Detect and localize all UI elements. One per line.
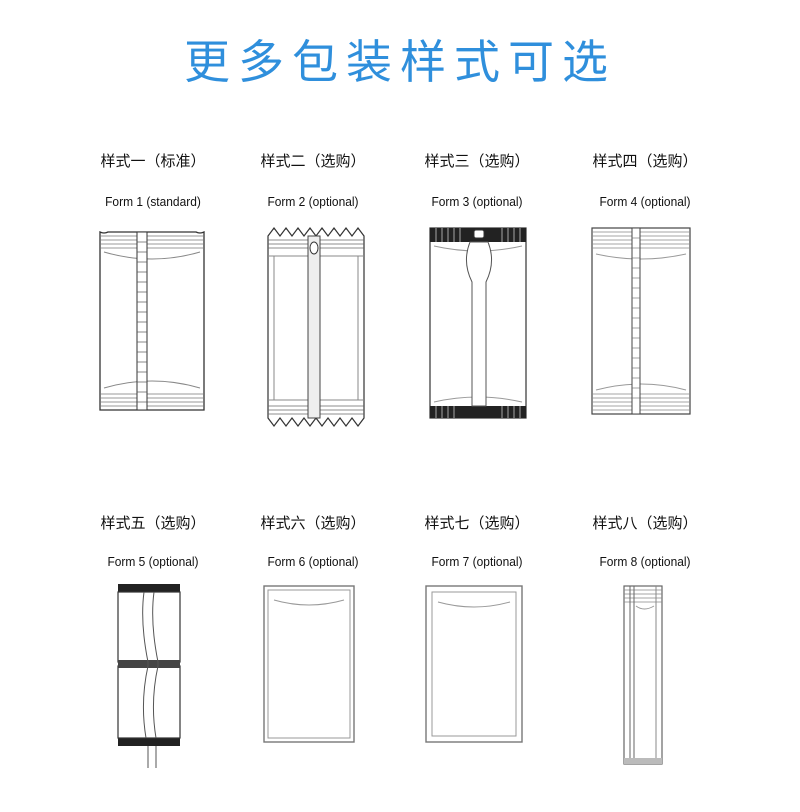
pouch-back-seal-icon [68,222,238,452]
pouch-ribbed-seal-icon [560,222,730,452]
pouch-hang-hole-icon [392,222,562,452]
form-label-cn: 样式一（标准） [100,152,206,170]
form-label-cn: 样式二（选购） [260,152,366,170]
form-label-cn: 样式三（选购） [424,152,530,170]
form-label-cn: 样式七（选购） [424,514,530,532]
page-title: 更多包装样式可选 [184,35,616,89]
form-label-cn: 样式四（选购） [592,152,698,170]
form-label-en: Form 2 (optional) [267,194,359,209]
form-label-cn: 样式八（选购） [592,514,698,532]
form-label-en: Form 3 (optional) [431,194,523,209]
pouch-zigzag-edge-icon [228,222,398,452]
form-label-cn: 样式六（选购） [260,514,366,532]
form-label-en: Form 6 (optional) [267,554,359,569]
form-label-en: Form 8 (optional) [599,554,691,569]
pouch-double-strip-icon [68,582,238,812]
form-label-en: Form 1 (standard) [105,194,201,209]
pouch-four-side-seal-icon [392,582,562,812]
form-label-en: Form 4 (optional) [599,194,691,209]
form-label-cn: 样式五（选购） [100,514,206,532]
form-label-en: Form 7 (optional) [431,554,523,569]
pouch-three-side-seal-icon [228,582,398,812]
pouch-slim-stick-icon [560,582,730,812]
form-label-en: Form 5 (optional) [107,554,199,569]
